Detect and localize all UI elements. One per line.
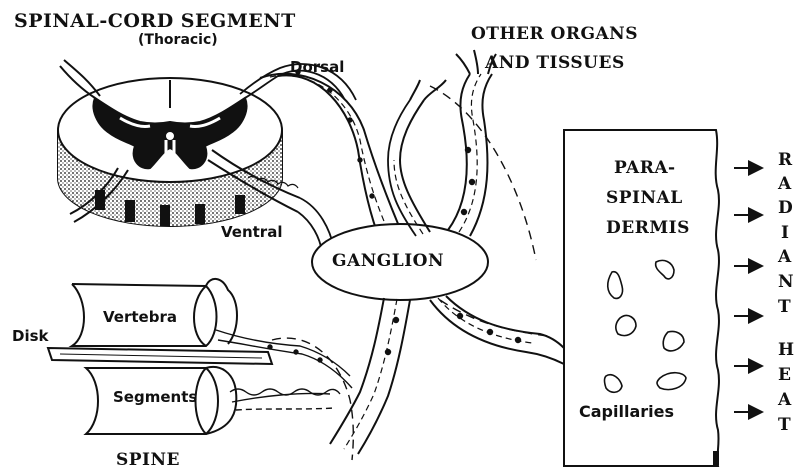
radiant-letter: R [778,150,792,170]
radiant-letter: N [778,272,794,292]
radiant-letter: A [778,174,791,194]
spinal-cord-segment [58,60,356,226]
dermis-label-line3: DERMIS [606,220,690,237]
dermis-nerve [430,296,564,364]
vertebra-label: Vertebra [103,310,177,325]
spine-nerve [330,298,410,454]
heat-letter: T [778,415,791,435]
other-organs-label-line2: AND TISSUES [485,55,625,72]
radiant-letter: D [778,198,793,218]
dorsal-label: Dorsal [290,60,344,75]
ganglion-label: GANGLION [332,253,444,270]
other-organs-nerve [388,50,496,236]
radiant-letter: A [778,247,791,267]
ventral-label: Ventral [221,225,282,240]
spine-label: SPINE [116,452,180,469]
subtitle-label: (Thoracic) [138,33,218,47]
dermis-label-line1: PARA- [614,160,676,177]
radiant-letter: I [781,223,789,243]
other-organs-label-line1: OTHER ORGANS [471,26,638,43]
heat-letter: E [778,365,791,385]
capillaries-label: Capillaries [579,404,674,420]
arrow-right-icon [734,168,762,412]
disk [48,348,272,364]
title-label: SPINAL-CORD SEGMENT [14,12,296,31]
dermis-label-line2: SPINAL [606,190,683,207]
segments-label: Segments [113,390,197,405]
heat-letter: A [778,390,791,410]
radiant-letter: T [778,297,791,317]
heat-letter: H [778,340,794,360]
disk-label: Disk [12,329,49,344]
